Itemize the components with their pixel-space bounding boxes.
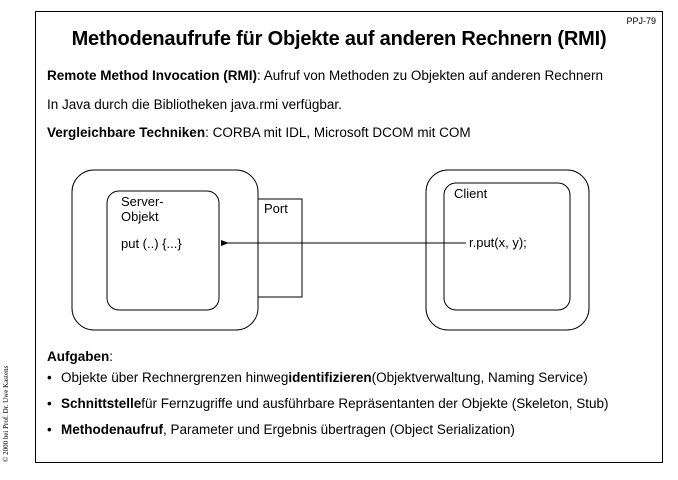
intro-line-techniques: Vergleichbare Techniken: CORBA mit IDL, … <box>47 125 471 140</box>
bullet-icon: • <box>47 370 52 385</box>
intro-line-java: In Java durch die Bibliotheken java.rmi … <box>47 97 342 112</box>
list-item: • Objekte über Rechnergrenzen hinweg ide… <box>47 370 588 385</box>
slide-frame <box>35 11 663 463</box>
client-host-box <box>425 169 590 331</box>
list-item: • Methodenaufruf, Parameter und Ergebnis… <box>47 422 515 437</box>
server-method: put (..) {...} <box>121 236 182 251</box>
server-label-line2: Objekt <box>121 209 159 224</box>
port-label: Port <box>264 201 288 216</box>
port-box <box>257 198 303 298</box>
slide-id: PPJ-79 <box>626 16 656 26</box>
client-object-box <box>443 182 571 311</box>
slide-title: Methodenaufrufe für Objekte auf anderen … <box>71 28 607 50</box>
bullet-icon: • <box>47 396 52 411</box>
list-item: • Schnittstelle für Fernzugriffe und aus… <box>47 396 609 411</box>
copyright-note: © 2000 bei Prof. Dr. Uwe Kastens <box>2 365 10 462</box>
tasks-heading: Aufgaben: <box>47 349 114 364</box>
intro-line-rmi: Remote Method Invocation (RMI): Aufruf v… <box>47 68 603 83</box>
client-label: Client <box>454 186 488 201</box>
client-call: r.put(x, y); <box>469 235 527 250</box>
task-list: • Objekte über Rechnergrenzen hinweg ide… <box>47 370 609 448</box>
server-label-line1: Server- <box>121 194 164 209</box>
bullet-icon: • <box>47 422 52 437</box>
server-object-box <box>106 190 220 311</box>
